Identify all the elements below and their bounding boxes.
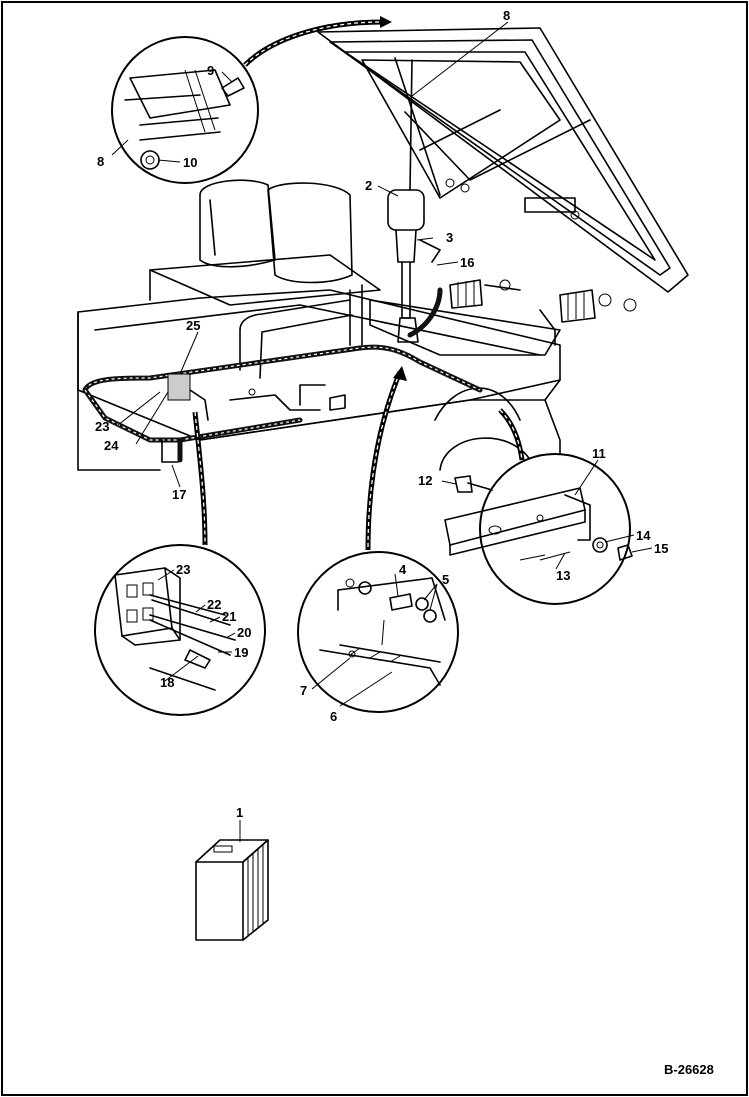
wiring-harness xyxy=(82,287,483,463)
callout-7: 7 xyxy=(300,683,307,698)
callout-11: 11 xyxy=(592,446,606,461)
reference-code: B-26628 xyxy=(664,1062,714,1077)
machine-frame xyxy=(77,254,561,481)
detail-circle-mounting xyxy=(297,551,459,713)
callout-2: 2 xyxy=(365,178,372,193)
callout-16: 16 xyxy=(460,255,474,270)
callout-14: 14 xyxy=(636,528,651,543)
callout-13: 13 xyxy=(556,568,570,583)
gas-strut xyxy=(387,59,441,343)
callout-5: 5 xyxy=(442,572,449,587)
callout-10: 10 xyxy=(183,155,197,170)
callout-9: 9 xyxy=(207,63,214,78)
callout-20: 20 xyxy=(237,625,251,640)
detail-circle-switch xyxy=(94,544,266,716)
leader-lines xyxy=(111,21,653,842)
detail-circle-latch-bolt xyxy=(111,36,259,184)
detail-arrows xyxy=(192,16,525,551)
callout-19: 19 xyxy=(234,645,248,660)
hood-window-frame xyxy=(317,27,689,293)
callout-labels: 1 2 3 4 5 6 7 8 8 9 10 11 12 13 14 15 16… xyxy=(95,8,668,820)
callout-24: 24 xyxy=(104,438,119,453)
battery xyxy=(195,839,269,941)
callout-22: 22 xyxy=(207,597,221,612)
callout-4: 4 xyxy=(399,562,407,577)
callout-23-detail: 23 xyxy=(176,562,190,577)
hood-hinges xyxy=(449,279,637,346)
callout-18: 18 xyxy=(160,675,174,690)
callout-21: 21 xyxy=(222,609,236,624)
callout-6: 6 xyxy=(330,709,337,724)
callout-23: 23 xyxy=(95,419,109,434)
callout-17: 17 xyxy=(172,487,186,502)
callout-15: 15 xyxy=(654,541,668,556)
seat xyxy=(199,179,363,379)
callout-25: 25 xyxy=(186,318,200,333)
detail-circle-latch-plate xyxy=(444,453,633,605)
callout-12: 12 xyxy=(418,473,432,488)
callout-1: 1 xyxy=(236,805,243,820)
callout-8-hood: 8 xyxy=(503,8,510,23)
callout-8-detail: 8 xyxy=(97,154,104,169)
callout-3: 3 xyxy=(446,230,453,245)
